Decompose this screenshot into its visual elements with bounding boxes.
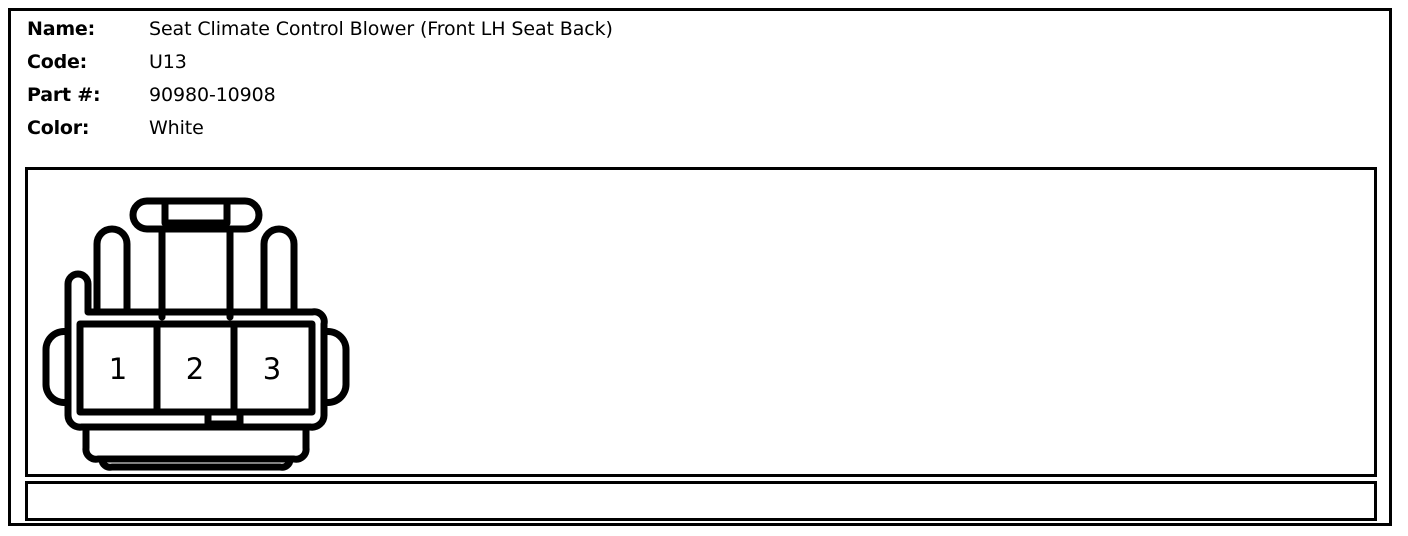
code-value: U13 [149,51,187,73]
info-row-color: Color: White [27,117,1357,150]
right-prong [260,225,298,316]
connector-diagram-icon: 1 2 3 [42,197,350,471]
housing-shoulder-right [308,308,328,411]
left-prong [93,225,131,316]
pin-number-1: 1 [109,352,127,386]
pin-number-2: 2 [186,352,204,386]
bottom-keying-notch [204,408,244,428]
connector-diagram-panel: 1 2 3 [25,167,1377,477]
color-value: White [149,117,204,139]
code-label: Code: [27,51,88,73]
housing-shoulder-left [64,270,316,411]
right-side-ear [320,328,350,406]
latch-column [158,225,234,321]
bottom-skirt-lower [98,455,294,471]
name-label: Name: [27,18,96,40]
color-label: Color: [27,117,90,139]
left-side-ear [42,328,72,406]
info-row-part-number: Part #: 90980-10908 [27,84,1357,117]
part-number-value: 90980-10908 [149,84,276,106]
name-value: Seat Climate Control Blower (Front LH Se… [149,18,613,40]
footer-strip [25,481,1377,521]
bottom-skirt-upper [82,426,310,463]
part-number-label: Part #: [27,84,101,106]
connector-body-outline [42,197,350,471]
cavity-dividers [153,320,238,416]
housing-lower-wall [64,403,328,431]
info-row-code: Code: U13 [27,51,1357,84]
cavity-block-outline [76,320,316,416]
info-row-name: Name: Seat Climate Control Blower (Front… [27,18,1357,51]
connector-info-block: Name: Seat Climate Control Blower (Front… [27,18,1357,150]
pin-number-3: 3 [263,352,281,386]
top-latch-slot [161,197,231,227]
